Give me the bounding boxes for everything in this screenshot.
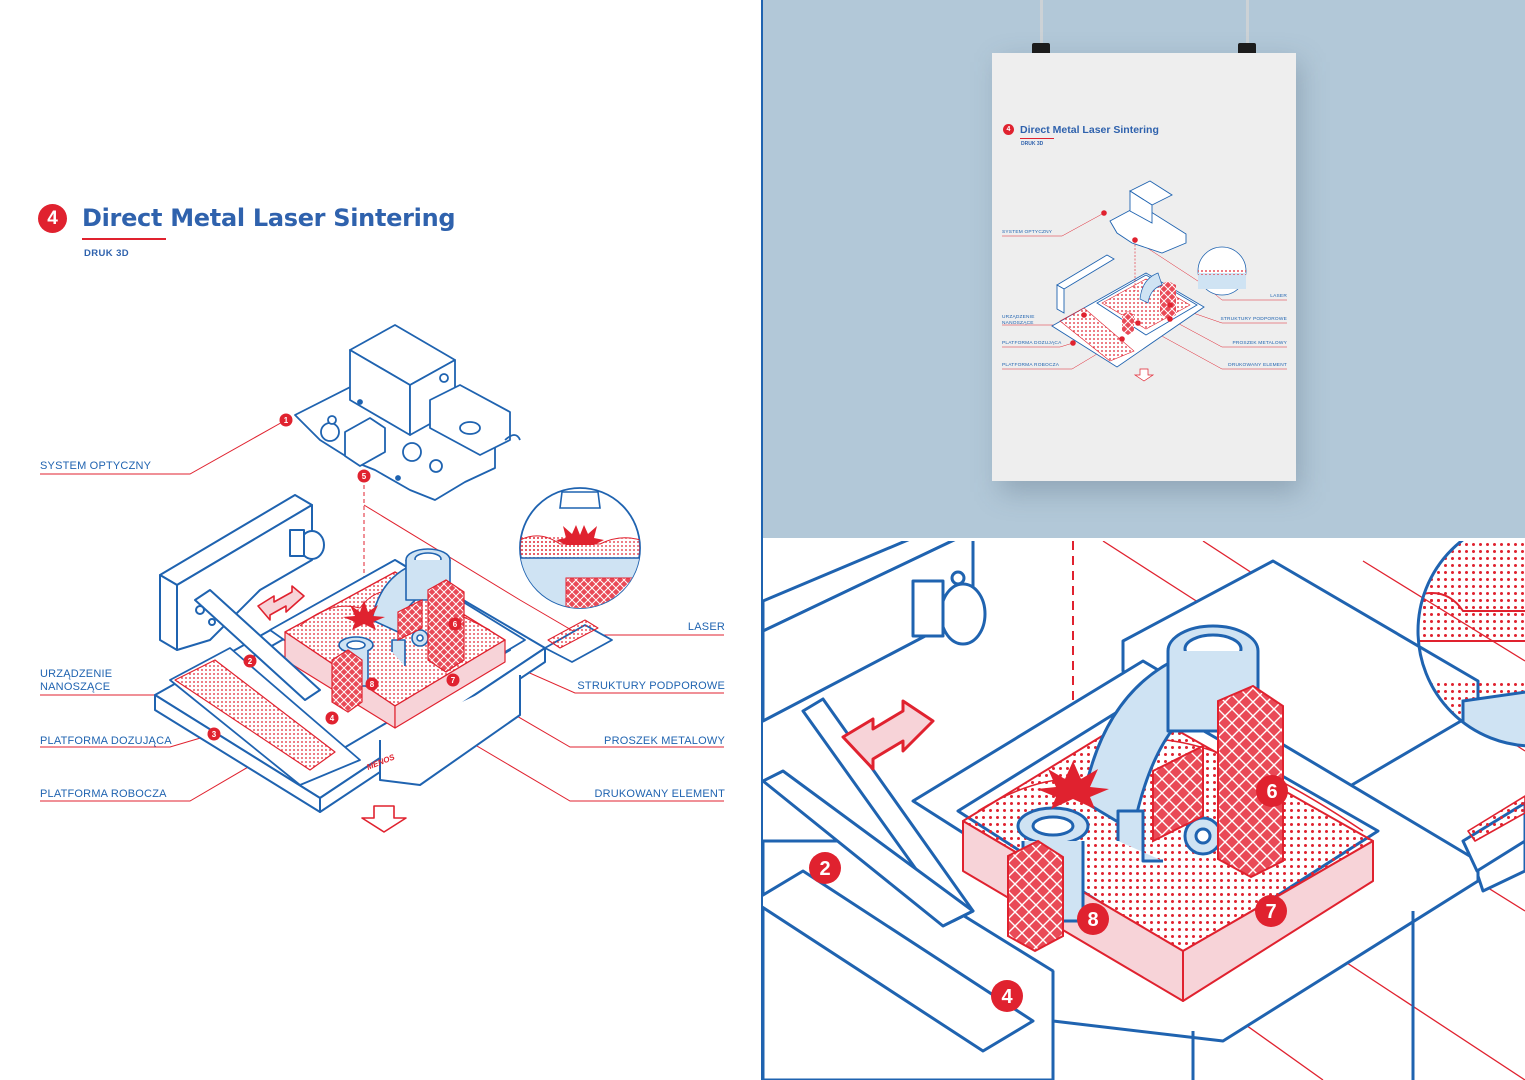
- marker-7: 7: [446, 673, 460, 687]
- dosing-platform: [169, 647, 361, 786]
- hanger-wire-left: [1040, 0, 1043, 46]
- poster-label-system-optyczny: SYSTEM OPTYCZNY: [1002, 230, 1053, 235]
- laser-burst: [343, 600, 385, 630]
- detail-illustration: 2 4 6 7 8: [763, 541, 1525, 1080]
- title-underline: [82, 238, 166, 240]
- poster-label-platforma-dozujaca: PLATFORMA DOZUJĄCA: [1002, 341, 1062, 346]
- dmls-illustration: MENOS 1 2 3 4 5 6 7 8: [40, 324, 724, 833]
- zoom-detail: [519, 487, 641, 609]
- detail-marker-2: 2: [809, 852, 841, 884]
- marker-4: 4: [325, 711, 339, 725]
- callout-urzadzenie-nanoszace: URZĄDZENIE NANOSZĄCE: [40, 668, 113, 693]
- poster-label-laser: LASER: [1270, 294, 1287, 299]
- vertical-divider: [761, 0, 763, 1080]
- optical-system: [294, 324, 521, 501]
- poster-label-struktury: STRUKTURY PODPOROWE: [1220, 317, 1287, 322]
- svg-text:6: 6: [1266, 781, 1277, 803]
- leader-lines: [40, 419, 724, 802]
- detail-zoom-panel: 2 4 6 7 8: [763, 541, 1525, 1080]
- poster-label-urzadzenie: URZĄDZENIE NANOSZĄCE: [1002, 315, 1035, 326]
- poster-number-badge: 4: [1003, 124, 1014, 135]
- detail-motion-arrow: [841, 699, 935, 771]
- poster-label-platforma-robocza: PLATFORMA ROBOCZA: [1002, 363, 1060, 368]
- callout-platforma-dozujaca: PLATFORMA DOZUJĄCA: [40, 735, 172, 747]
- page-title: Direct Metal Laser Sintering: [82, 204, 456, 232]
- svg-text:2: 2: [819, 858, 830, 880]
- poster-label-drukowany: DRUKOWANY ELEMENT: [1228, 363, 1287, 368]
- callout-proszek-metalowy: PROSZEK METALOWY: [604, 735, 725, 747]
- svg-text:1: 1: [284, 416, 289, 425]
- callout-laser: LASER: [687, 621, 725, 633]
- callout-drukowany-element: DRUKOWANY ELEMENT: [594, 788, 725, 800]
- poster-subtitle: DRUK 3D: [1021, 141, 1044, 147]
- svg-text:8: 8: [1087, 909, 1098, 931]
- svg-text:4: 4: [1001, 986, 1013, 1008]
- page-subtitle: DRUK 3D: [84, 248, 130, 259]
- poster-title: Direct Metal Laser Sintering: [1020, 124, 1159, 136]
- marker-3: 3: [207, 727, 221, 741]
- hanger-wire-right: [1246, 0, 1249, 46]
- svg-text:5: 5: [362, 472, 367, 481]
- svg-text:2: 2: [248, 657, 253, 666]
- recoater-device: [159, 494, 325, 701]
- svg-text:8: 8: [370, 680, 375, 689]
- horizontal-divider: [763, 538, 1525, 541]
- detail-marker-6: 6: [1256, 775, 1288, 807]
- poster: 4 Direct Metal Laser Sintering DRUK 3D: [992, 53, 1296, 481]
- section-number-badge: 4: [38, 204, 67, 233]
- poster-label-proszek: PROSZEK METALOWY: [1232, 341, 1287, 346]
- svg-text:7: 7: [451, 676, 456, 685]
- support-structures: [331, 579, 465, 713]
- marker-8: 8: [365, 677, 379, 691]
- marker-2: 2: [243, 654, 257, 668]
- down-arrow: [361, 805, 407, 833]
- poster-title-underline: [1020, 138, 1054, 139]
- detail-marker-4: 4: [991, 980, 1023, 1012]
- detail-marker-7: 7: [1255, 895, 1287, 927]
- marker-6: 6: [448, 617, 462, 631]
- diagram-panel: MENOS 1 2 3 4 5 6 7 8 4 Direct Metal Las…: [0, 0, 762, 1080]
- right-platform: [544, 619, 613, 663]
- marker-5: 5: [357, 469, 371, 483]
- svg-text:3: 3: [212, 730, 217, 739]
- svg-text:6: 6: [453, 620, 458, 629]
- callout-platforma-robocza: PLATFORMA ROBOCZA: [40, 788, 167, 800]
- callout-system-optyczny: SYSTEM OPTYCZNY: [40, 460, 152, 472]
- callout-struktury-podporowe: STRUKTURY PODPOROWE: [577, 680, 725, 692]
- svg-text:4: 4: [330, 714, 335, 723]
- svg-text:7: 7: [1265, 901, 1276, 923]
- motion-arrow: [257, 585, 305, 621]
- detail-marker-8: 8: [1077, 903, 1109, 935]
- detail-laser-burst: [1037, 761, 1109, 809]
- poster-illustration: [1002, 180, 1287, 382]
- marker-1: 1: [279, 413, 293, 427]
